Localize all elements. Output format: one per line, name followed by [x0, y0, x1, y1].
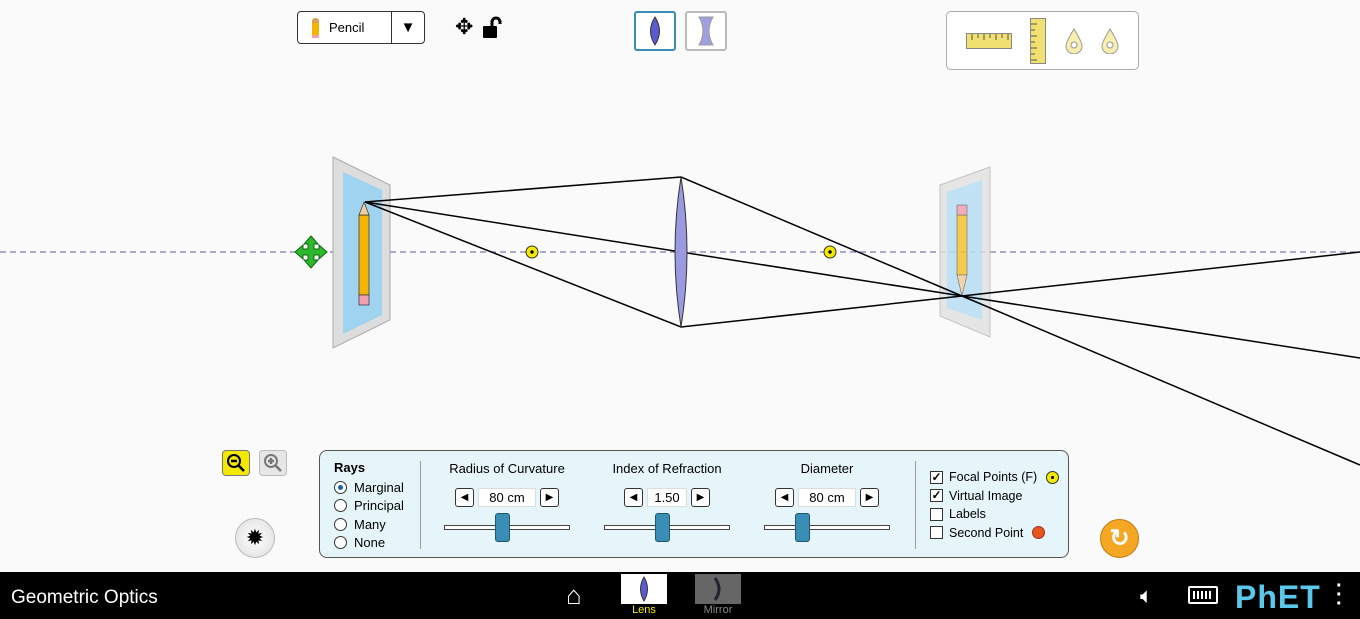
pencil-object: [358, 201, 370, 306]
object-selector-label: Pencil: [329, 20, 365, 35]
pencil-image: [956, 204, 968, 297]
zoom-in-button[interactable]: [259, 450, 287, 476]
unlock-icon[interactable]: [482, 16, 502, 40]
screen-tab-lens[interactable]: Lens: [621, 574, 667, 616]
object-selector[interactable]: Pencil ▼: [297, 11, 425, 44]
concave-lens-icon: [698, 16, 714, 46]
light-marker-icon[interactable]: [1101, 27, 1119, 54]
zoom-out-button[interactable]: [222, 450, 250, 476]
ray-option-principal[interactable]: Principal: [334, 497, 404, 516]
lens-icon: [640, 576, 648, 602]
index-control: Index of Refraction ◀1.50▶: [597, 461, 737, 543]
labels-checkbox[interactable]: Labels: [930, 505, 1059, 524]
reset-all-button[interactable]: ↻: [1100, 519, 1139, 558]
horizontal-ruler-icon[interactable]: [966, 32, 1013, 49]
convex-lens-button[interactable]: [634, 11, 676, 51]
phet-menu-icon[interactable]: ···: [1336, 575, 1343, 615]
index-slider[interactable]: [597, 513, 737, 543]
speaker-icon: 🔈︎: [1140, 583, 1154, 608]
index-increment[interactable]: ▶: [691, 488, 710, 507]
radius-value: 80 cm: [478, 488, 536, 507]
keyboard-help-button[interactable]: [1188, 586, 1218, 604]
sound-button[interactable]: 🔈︎: [1140, 583, 1153, 609]
control-panel: Rays Marginal Principal Many None Radius…: [319, 450, 1069, 558]
rays-group: Rays Marginal Principal Many None: [334, 460, 404, 552]
move-handle-icon[interactable]: [294, 235, 328, 269]
ray-option-many[interactable]: Many: [334, 515, 404, 534]
mirror-icon: [713, 577, 721, 601]
diameter-value: 80 cm: [798, 488, 856, 507]
focal-point-left[interactable]: [525, 245, 539, 259]
ray-option-none[interactable]: None: [334, 534, 404, 553]
pencil-icon: [312, 17, 319, 38]
sim-title: Geometric Optics: [11, 587, 158, 608]
reset-icon: ↻: [1109, 525, 1130, 552]
toolbox: [946, 11, 1139, 70]
radius-increment[interactable]: ▶: [540, 488, 559, 507]
light-bulb-button[interactable]: ✹: [235, 518, 275, 558]
slider-thumb[interactable]: [495, 513, 510, 542]
rays: [364, 176, 1360, 466]
image-frame: [939, 166, 991, 338]
divider: [915, 461, 916, 549]
screen-tab-mirror[interactable]: Mirror: [695, 574, 741, 616]
diameter-increment[interactable]: ▶: [860, 488, 879, 507]
visibility-checks: ✓Focal Points (F) ✓Virtual Image Labels …: [930, 468, 1060, 543]
diameter-control: Diameter ◀80 cm▶: [757, 461, 897, 543]
index-value: 1.50: [647, 488, 687, 507]
virtual-image-checkbox[interactable]: ✓Virtual Image: [930, 488, 1023, 503]
move-arrows-icon[interactable]: ✥: [455, 14, 474, 39]
slider-thumb[interactable]: [655, 513, 670, 542]
home-button[interactable]: ⌂: [566, 582, 582, 608]
navigation-bar: Geometric Optics ⌂ Lens Mirror 🔈︎ PhET ·…: [0, 572, 1360, 619]
phet-logo[interactable]: PhET: [1235, 579, 1321, 615]
zoom-out-icon: [227, 454, 245, 472]
dropdown-arrow-icon[interactable]: ▼: [391, 12, 424, 43]
index-decrement[interactable]: ◀: [624, 488, 643, 507]
diameter-slider[interactable]: [757, 513, 897, 543]
rays-title: Rays: [334, 460, 366, 475]
light-marker-icon[interactable]: [1065, 27, 1083, 54]
concave-lens-button[interactable]: [685, 11, 727, 51]
radius-control: Radius of Curvature ◀80 cm▶: [437, 461, 577, 543]
focal-point-icon: [1046, 470, 1060, 484]
slider-thumb[interactable]: [795, 513, 811, 542]
vertical-ruler-icon[interactable]: [1030, 17, 1047, 64]
sun-icon: ✹: [245, 525, 265, 550]
radius-slider[interactable]: [437, 513, 577, 543]
home-icon: ⌂: [566, 580, 582, 610]
focal-points-checkbox[interactable]: ✓Focal Points (F): [930, 468, 1060, 487]
second-point-checkbox[interactable]: Second Point: [930, 524, 1059, 543]
convex-lens-icon: [650, 16, 660, 46]
zoom-in-icon: [264, 454, 282, 472]
convex-lens[interactable]: [674, 176, 688, 328]
second-point-icon: [1032, 526, 1046, 540]
ray-option-marginal[interactable]: Marginal: [334, 478, 404, 497]
radius-decrement[interactable]: ◀: [455, 488, 474, 507]
focal-point-right[interactable]: [823, 245, 837, 259]
object-frame[interactable]: [332, 156, 391, 349]
keyboard-icon: [1193, 591, 1213, 599]
optics-scene: [0, 156, 1360, 466]
divider: [420, 461, 421, 549]
diameter-decrement[interactable]: ◀: [775, 488, 794, 507]
